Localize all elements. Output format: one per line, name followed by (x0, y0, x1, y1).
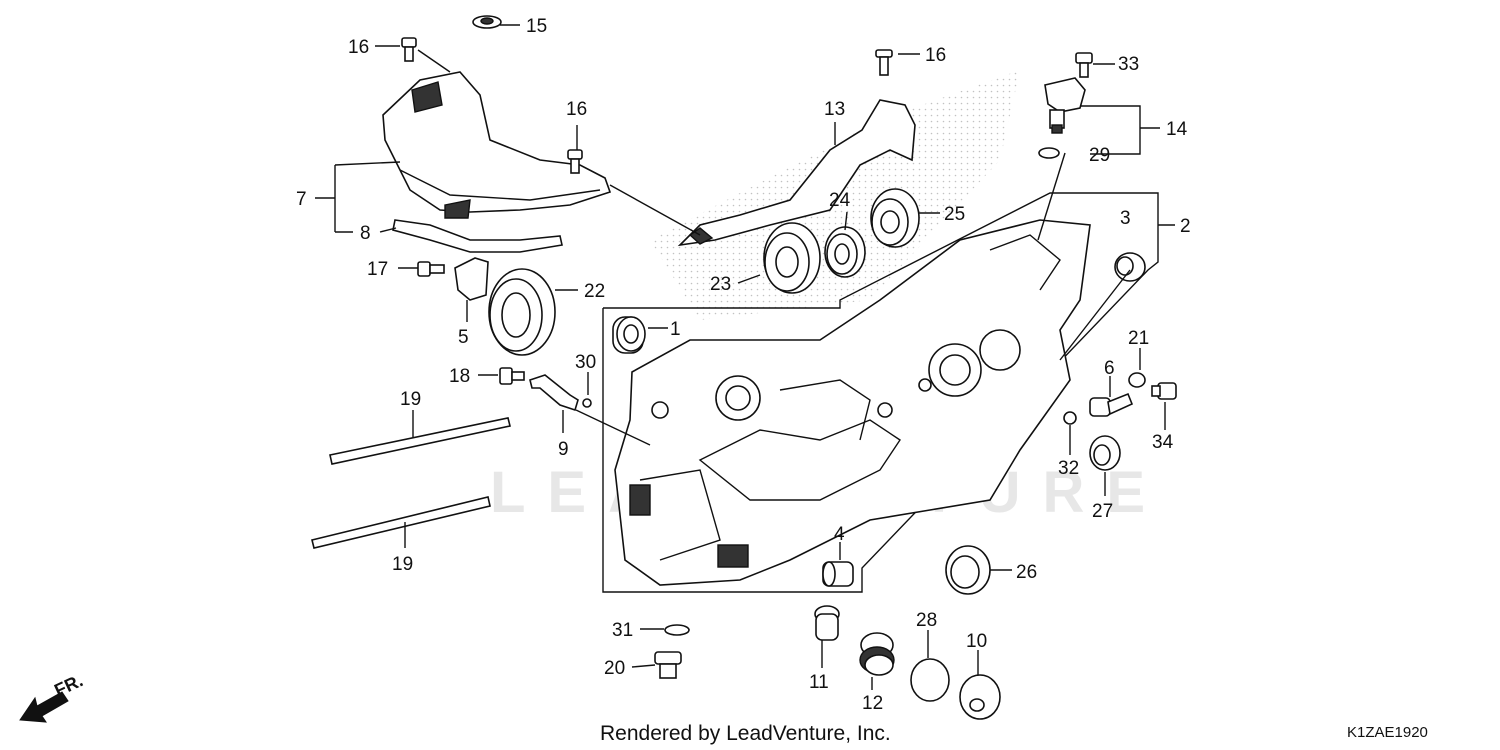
bearing-25 (870, 188, 920, 248)
crankcase-half (614, 219, 1091, 586)
part-16-bolt-b (567, 149, 583, 174)
part-15-cap (472, 15, 502, 29)
bearing-24 (824, 226, 866, 278)
part-30-clip (582, 398, 592, 408)
leader-lines (315, 24, 1175, 690)
callout-30: 30 (575, 352, 596, 373)
callout-5: 5 (458, 327, 469, 348)
callout-9: 9 (558, 439, 569, 460)
front-arrow-icon (19, 691, 69, 723)
callout-12: 12 (862, 693, 883, 714)
callout-33: 33 (1118, 54, 1139, 75)
front-direction-indicator: FR. (19, 670, 86, 723)
callout-16c: 16 (925, 45, 946, 66)
callout-29: 29 (1089, 145, 1110, 166)
callout-25: 25 (944, 204, 965, 225)
part-12-spring (859, 632, 895, 676)
callout-34: 34 (1152, 432, 1174, 453)
part-19-stud-lower (311, 496, 491, 549)
part-1-dowel (612, 316, 646, 354)
callout-24: 24 (829, 190, 851, 211)
part-31-washer (664, 624, 690, 636)
part-32-circlip (1063, 411, 1077, 425)
part-21-washer (1128, 372, 1146, 388)
callout-16b: 16 (566, 99, 587, 120)
part-7-air-guide (382, 71, 612, 219)
callout-11: 11 (809, 672, 829, 693)
part-6-breather (1089, 392, 1134, 417)
part-8-strip (392, 219, 563, 253)
footer-credit: Rendered by LeadVenture, Inc. (600, 722, 891, 745)
callout-4: 4 (834, 524, 845, 545)
callout-6: 6 (1104, 358, 1115, 379)
part-16-bolt-a (401, 37, 417, 62)
callout-22: 22 (584, 281, 605, 302)
callout-23: 23 (710, 274, 731, 295)
callout-18: 18 (449, 366, 470, 387)
part-17-bolt (417, 261, 445, 277)
callout-2: 2 (1180, 216, 1191, 237)
callout-1: 1 (670, 319, 681, 340)
callout-13: 13 (824, 99, 845, 120)
part-28-o-ring (910, 658, 950, 702)
bearing-23 (763, 222, 821, 294)
part-9-tube (529, 374, 579, 412)
callout-labels: 1 2 3 4 5 6 7 8 9 10 11 12 13 14 15 16 1… (296, 16, 1191, 714)
part-19-stud-upper (329, 417, 511, 465)
bearing-22 (488, 268, 556, 356)
part-26-oil-seal (945, 545, 991, 595)
part-33-bolt (1075, 52, 1093, 78)
callout-28: 28 (916, 610, 937, 631)
part-20-drain-plug (654, 651, 682, 679)
part-27-oil-seal (1089, 435, 1121, 471)
part-5-plate (454, 257, 489, 301)
part-13-bracket (677, 99, 916, 247)
callout-32: 32 (1058, 458, 1079, 479)
callout-27: 27 (1092, 501, 1113, 522)
part-4-dowel (822, 561, 854, 587)
callout-26: 26 (1016, 562, 1037, 583)
part-16-bolt-c (875, 49, 893, 76)
callout-15: 15 (526, 16, 547, 37)
callout-19b: 19 (392, 554, 413, 575)
callout-19a: 19 (400, 389, 421, 410)
callout-17: 17 (367, 259, 388, 280)
callout-16a: 16 (348, 37, 369, 58)
diagram-code: K1ZAE1920 (1347, 724, 1428, 741)
callout-31: 31 (612, 620, 633, 641)
part-14-sensor (1044, 77, 1086, 134)
part-34-bolt (1151, 382, 1177, 400)
part-11-filter-cap (814, 605, 840, 641)
callout-8: 8 (360, 223, 371, 244)
callout-20: 20 (604, 658, 625, 679)
callout-3: 3 (1120, 208, 1131, 229)
part-18-bolt (499, 367, 525, 385)
part-29-o-ring (1038, 147, 1060, 159)
part-10-cap (959, 674, 1001, 720)
callout-7: 7 (296, 189, 307, 210)
callout-14: 14 (1166, 119, 1188, 140)
crankcase-group-box (602, 192, 1159, 593)
callout-10: 10 (966, 631, 987, 652)
part-3-dowel (1114, 252, 1146, 282)
callout-21: 21 (1128, 328, 1149, 349)
